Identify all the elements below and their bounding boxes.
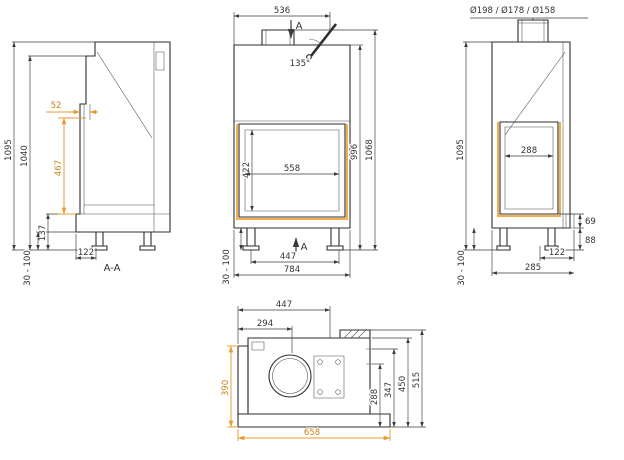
dim-right-leg-inset: 122	[549, 248, 565, 258]
dim-front-total-height: 1068	[365, 139, 375, 161]
section-arrow-a-top: A	[296, 21, 303, 32]
dim-top-side-glass-depth: 390	[221, 380, 231, 396]
dim-top-body-depth: 450	[398, 376, 408, 392]
dim-front-top-width: 536	[274, 6, 290, 16]
dim-right-rear-upper: 69	[585, 217, 596, 227]
side-geometry	[75, 41, 171, 251]
dim-right-total-depth: 285	[525, 263, 541, 273]
view-side-section: 1095 1040 467 52 137 122 30 - 100 A-A	[3, 41, 171, 287]
dim-front-glass-width: 558	[284, 164, 300, 174]
dim-top-flue-offset: 294	[257, 319, 273, 329]
right-geometry	[491, 19, 575, 251]
dim-front-total-width: 784	[284, 265, 300, 275]
view-top-plan: 447 294 390 288 347 450 515 658	[220, 299, 426, 441]
right-dimensions: Ø198 / Ø178 / Ø158 1095 288 69 88 122 28…	[455, 4, 597, 287]
section-arrow-a-bottom: A	[301, 242, 308, 253]
dim-top-depth-b: 347	[384, 382, 394, 398]
side-section-label: A-A	[104, 263, 121, 274]
dim-right-leg-range: 30 - 100	[457, 250, 467, 286]
dim-side-body-height: 1040	[20, 145, 30, 167]
dim-top-depth-a: 288	[370, 389, 380, 405]
top-dimensions: 447 294 390 288 347 450 515 658	[220, 299, 426, 441]
dim-top-front-glass-width: 658	[304, 428, 320, 438]
dim-right-glass-width: 288	[521, 146, 537, 156]
dim-top-front-width: 447	[276, 300, 292, 310]
front-geometry	[233, 23, 351, 251]
view-front: 536 A 135° 996 1068 422 558 A 447 784	[221, 5, 378, 286]
front-dimensions: 536 A 135° 996 1068 422 558 A 447 784	[221, 5, 378, 286]
dim-side-glass-height: 467	[54, 160, 64, 176]
damper-handle	[309, 23, 338, 57]
dim-front-body-height: 996	[350, 144, 360, 160]
dim-front-leg-range: 30 - 100	[222, 249, 232, 285]
dim-right-rear-lower: 88	[585, 236, 596, 246]
dim-side-glass-offset: 52	[51, 101, 62, 111]
dim-right-flue-diameters: Ø198 / Ø178 / Ø158	[470, 5, 555, 16]
glass-frame-highlight	[236, 124, 348, 220]
side-dimensions: 1095 1040 467 52 137 122 30 - 100 A-A	[3, 41, 122, 287]
view-right-side: Ø198 / Ø178 / Ø158 1095 288 69 88 122 28…	[455, 4, 597, 287]
dim-right-total-height: 1095	[456, 139, 466, 161]
dim-top-total-depth: 515	[412, 372, 422, 388]
dim-front-handle-angle: 135°	[290, 59, 310, 69]
dim-side-leg-range: 30 - 100	[23, 250, 33, 286]
dim-side-base-height: 137	[38, 225, 48, 241]
dim-side-total-height: 1095	[4, 139, 14, 161]
side-glass-highlight	[497, 122, 561, 217]
dim-front-foot-span: 447	[280, 252, 296, 262]
dim-side-leg-inset: 122	[78, 248, 94, 258]
dim-front-glass-height: 422	[242, 162, 252, 178]
top-geometry	[237, 329, 391, 428]
